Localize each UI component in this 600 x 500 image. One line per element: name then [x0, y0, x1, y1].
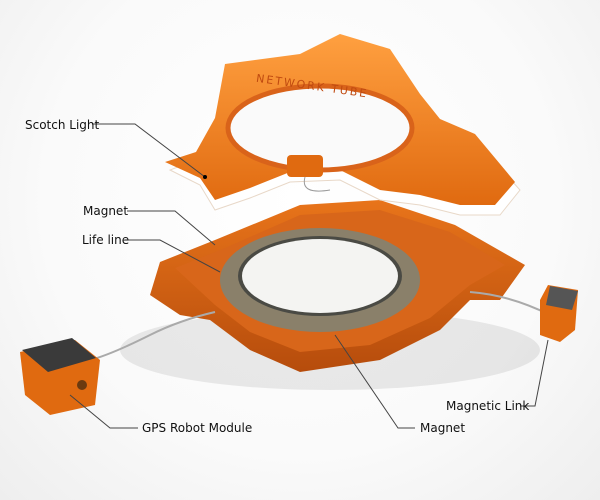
lid-hole [228, 86, 412, 170]
label-scotch-light: Scotch Light [25, 118, 100, 132]
label-magnet-top: Magnet [83, 204, 129, 218]
ring-hole [242, 239, 398, 313]
lifeline-cable-left [89, 311, 216, 361]
magnetic-link-module [540, 285, 578, 342]
gps-robot-module [20, 338, 100, 415]
label-magnetic-link: Magnetic Link [446, 399, 530, 413]
center-module [287, 155, 323, 177]
label-gps-robot-module: GPS Robot Module [142, 421, 253, 435]
leader-lines [69, 123, 549, 429]
label-life-line: Life line [82, 233, 130, 247]
label-magnet-bottom: Magnet [420, 421, 466, 435]
